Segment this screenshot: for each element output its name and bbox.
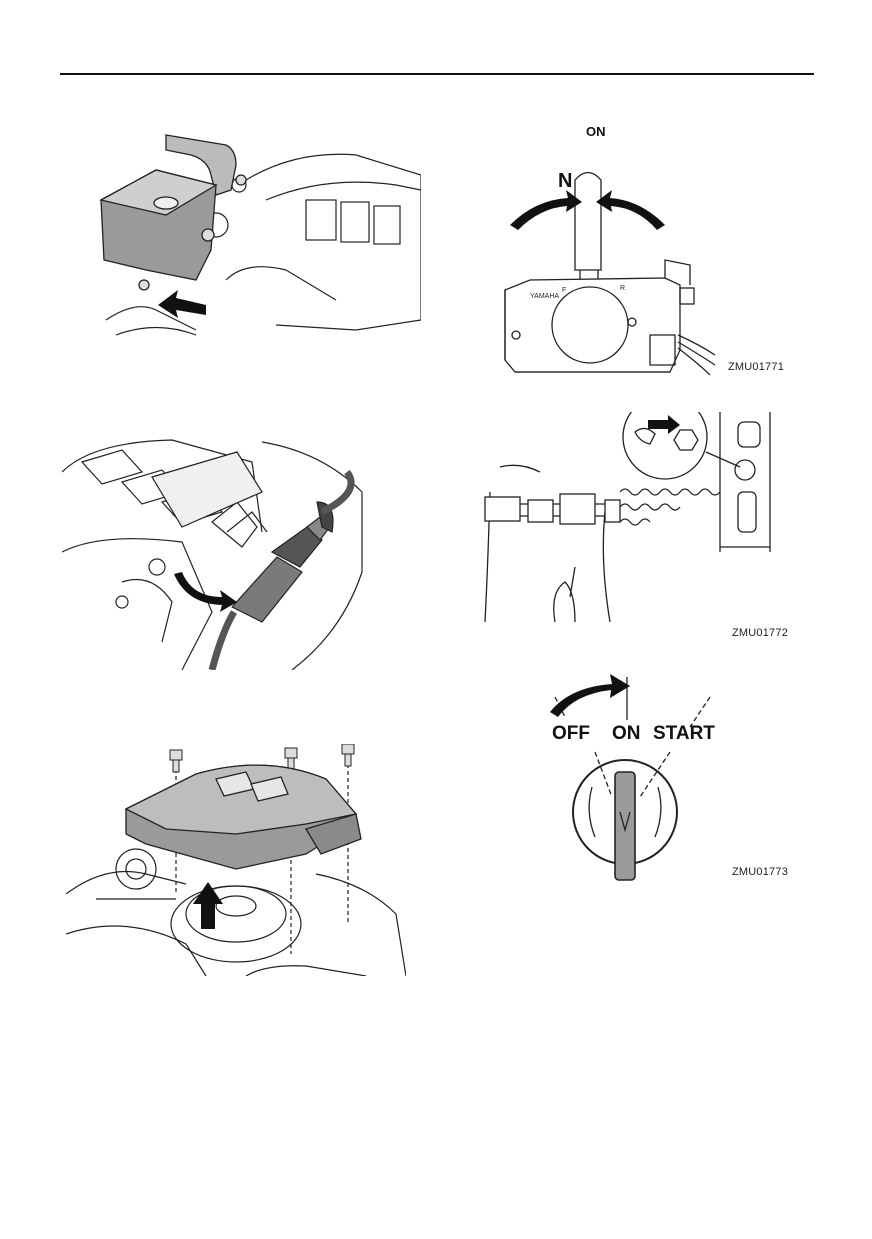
on-label-top: ON bbox=[586, 124, 606, 139]
remote-control-figure: YAMAHA F R bbox=[500, 160, 715, 378]
svg-text:F: F bbox=[562, 287, 566, 294]
battery-cover-removal-illustration-icon bbox=[99, 134, 421, 336]
on-label-ignition: ON bbox=[612, 723, 641, 744]
connector-figure bbox=[62, 432, 392, 670]
svg-text:R: R bbox=[620, 285, 625, 292]
lanyard-figure bbox=[480, 412, 780, 622]
start-label: START bbox=[653, 723, 715, 744]
remote-control-lever-illustration-icon: YAMAHA F R bbox=[504, 171, 715, 376]
ignition-figure bbox=[540, 672, 730, 887]
figure-code-1: ZMU01771 bbox=[728, 361, 785, 373]
svg-text:YAMAHA: YAMAHA bbox=[530, 293, 559, 300]
header-rule bbox=[60, 73, 814, 75]
lanyard-clip-illustration-icon bbox=[484, 412, 771, 622]
off-label: OFF bbox=[552, 723, 590, 744]
flywheel-cover-removal-illustration-icon bbox=[66, 744, 406, 976]
flywheel-figure bbox=[66, 744, 406, 976]
neutral-label: N bbox=[558, 170, 573, 192]
engine-cover-figure bbox=[96, 130, 421, 342]
connector-disconnect-illustration-icon bbox=[62, 439, 363, 670]
figure-code-2: ZMU01772 bbox=[732, 627, 789, 639]
ignition-key-illustration-icon bbox=[550, 674, 711, 881]
figure-code-3: ZMU01773 bbox=[732, 866, 789, 878]
